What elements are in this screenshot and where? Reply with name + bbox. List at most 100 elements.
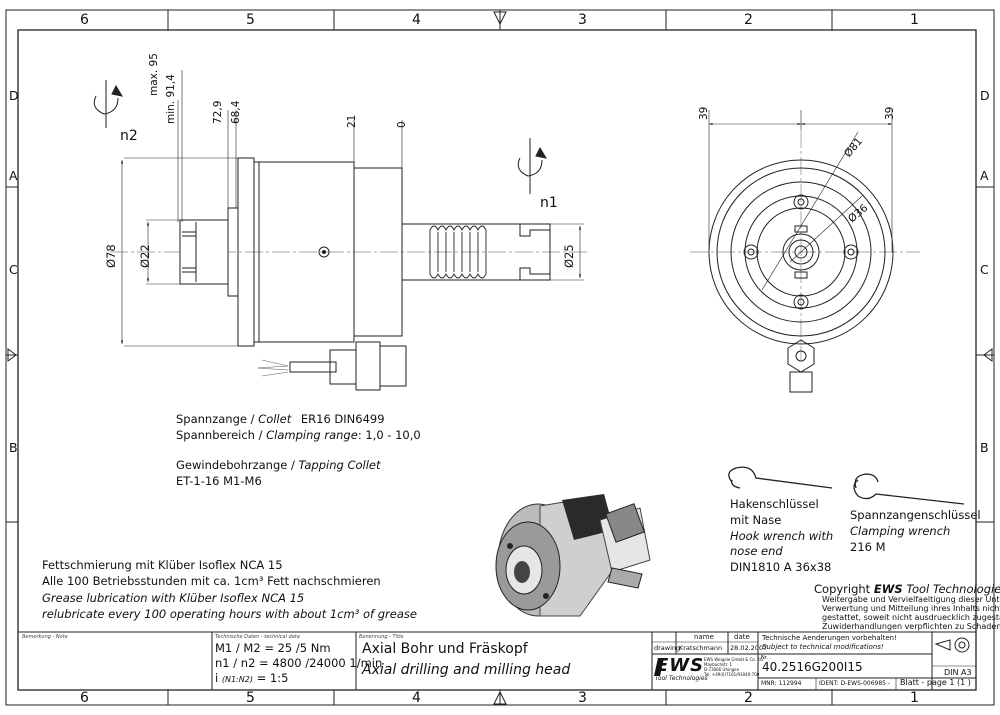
remark-header: Bemerkung - Note [22,634,68,640]
hook-wrench-en-1: Hook wrench with [730,529,834,543]
number-label: Nr. [761,655,768,661]
address-4: Tel. +49(0)7161/93040-700 [704,672,760,677]
dim-phi22: Ø22 [138,244,152,268]
frame-row-b-right: B [980,440,989,455]
frame-col-1-bottom: 1 [910,690,919,706]
hook-wrench-spec: DIN1810 A 36x38 [730,560,832,574]
side-view [93,70,590,391]
frame-col-4: 4 [412,12,421,28]
copyright-title: Copyright EWS Tool Technologies [814,582,1000,596]
title-de: Axial Bohr und Fräskopf [362,641,528,657]
copyright-line-4: Zuwiderhandlungen verpflichten zu Schade… [822,622,1000,631]
copyright-line-1: Weitergabe und Vervielfaeltigung dieser … [822,595,1000,604]
frame-col-6: 6 [80,12,89,28]
frame-col-2: 2 [744,12,753,28]
frame-col-5-bottom: 5 [246,690,255,706]
title-en: Axial drilling and milling head [362,662,571,678]
frame-row-a-right: A [980,168,989,183]
logo-sub: Tool Technologies [655,675,708,682]
frame-col-4-bottom: 4 [412,690,421,706]
col-name-header: name [694,633,714,641]
dim-729: 72,9 [212,100,224,124]
logo-ews: EWS [656,655,705,676]
hook-wrench-de-2: mit Nase [730,513,782,527]
frame-row-c-right: C [980,262,989,277]
tech-ratio: i (N1:N2) = 1:5 [215,671,288,685]
note-collet: Spannzange / Collet ER16 DIN6499 [176,412,385,426]
frame-col-2-bottom: 2 [744,690,753,706]
note-tapping-spec: ET-1-16 M1-M6 [176,474,262,488]
name-header: Benennung - Title [359,634,404,640]
paper-format: DIN A3 [944,668,972,677]
ident: IDENT: D-EWS-006985 - [819,680,891,687]
drawing-date: 28.02.2007 [730,644,768,652]
note-range-val: : 1,0 - 10,0 [357,428,421,442]
note-grease-de-1: Fettschmierung mit Klüber Isoflex NCA 15 [42,558,283,572]
ews-logo [654,658,664,676]
copyright-post: Tool Technologies [902,582,1000,596]
tech-header: Technische Daten - technical data [215,634,300,640]
clamping-wrench-icon [853,473,965,505]
address-2: Maybachstr. 1 [704,662,733,667]
note-range-de: Spannbereich / [176,428,263,442]
dim-max95: max. 95 [148,53,160,96]
address-1: EWS Weigele GmbH & Co. KG [704,657,764,662]
note-tapping: Gewindebohrzange / Tapping Collet [176,458,381,472]
col-date-header: date [734,633,750,641]
sheet-page: Blatt - page 1 (1 ) [900,678,971,687]
note-range-en: Clamping range [266,428,358,442]
note-tapping-de: Gewindebohrzange / [176,458,295,472]
changes-en: Subject to technical modifications! [762,643,884,651]
note-grease-en-1: Grease lubrication with Klüber Isoflex N… [42,591,305,605]
changes-de: Technische Aenderungen vorbehalten! [762,634,897,642]
label-n2: n2 [120,128,138,144]
tech-ratio-sub: (N1:N2) [221,675,253,684]
hook-wrench-en-2: nose end [730,544,783,558]
note-grease-de-2: Alle 100 Betriebsstunden mit ca. 1cm³ Fe… [42,574,381,588]
hook-wrench-icon [728,466,833,489]
dim-0: 0 [396,121,408,128]
copyright-line-2: Verwertung und Mitteilung ihres Inhalts … [822,604,1000,613]
tech-ratio-val: = 1:5 [256,671,289,685]
frame-row-c: C [9,262,18,277]
isometric-illustration [495,494,651,617]
centering-marks [7,10,993,705]
clamp-wrench-de: Spannzangenschlüssel [850,508,981,522]
frame-row-a: A [9,168,18,183]
frame-col-1: 1 [910,12,919,28]
drawing-label: drawing [654,644,681,652]
dim-phi25: Ø25 [562,244,576,268]
frame-row-b: B [9,440,18,455]
frame-col-3: 3 [578,12,587,28]
note-collet-de: Spannzange / [176,412,255,426]
note-range: Spannbereich / Clamping range: 1,0 - 10,… [176,428,421,442]
copyright-line-3: gestattet, soweit nicht ausdruecklich zu… [822,613,1000,622]
tech-ratio-i: i [215,671,219,685]
copyright-pre: Copyright [814,582,874,596]
tech-torque: M1 / M2 = 25 /5 Nm [215,641,331,655]
frame-col-6-bottom: 6 [80,690,89,706]
frame-row-d: D [9,88,19,103]
front-view [690,110,920,393]
dim-min914: min. 91,4 [165,74,177,124]
label-n1: n1 [540,195,558,211]
frame-row-d-right: D [980,88,990,103]
dim-39-right: 39 [884,106,896,120]
hook-wrench-de-1: Hakenschlüssel [730,497,819,511]
dim-phi78: Ø78 [104,244,118,268]
copyright-brand: EWS [873,582,903,596]
tech-speed: n1 / n2 = 4800 /24000 1/min [215,656,383,670]
note-collet-spec: ER16 DIN6499 [300,412,385,426]
note-tapping-en: Tapping Collet [298,458,381,472]
frame-col-3-bottom: 3 [578,690,587,706]
clamp-wrench-spec: 216 M [850,540,886,554]
title-block [18,631,976,690]
dim-684: 68,4 [230,100,242,124]
dim-21: 21 [346,114,358,128]
note-collet-en: Collet [258,412,292,426]
note-grease-en-2: relubricate every 100 operating hours wi… [42,607,417,621]
mnr: MNR: 112994 [761,680,802,687]
clamp-wrench-en: Clamping wrench [850,524,951,538]
address-3: D-73066 Uhingen [704,667,740,672]
